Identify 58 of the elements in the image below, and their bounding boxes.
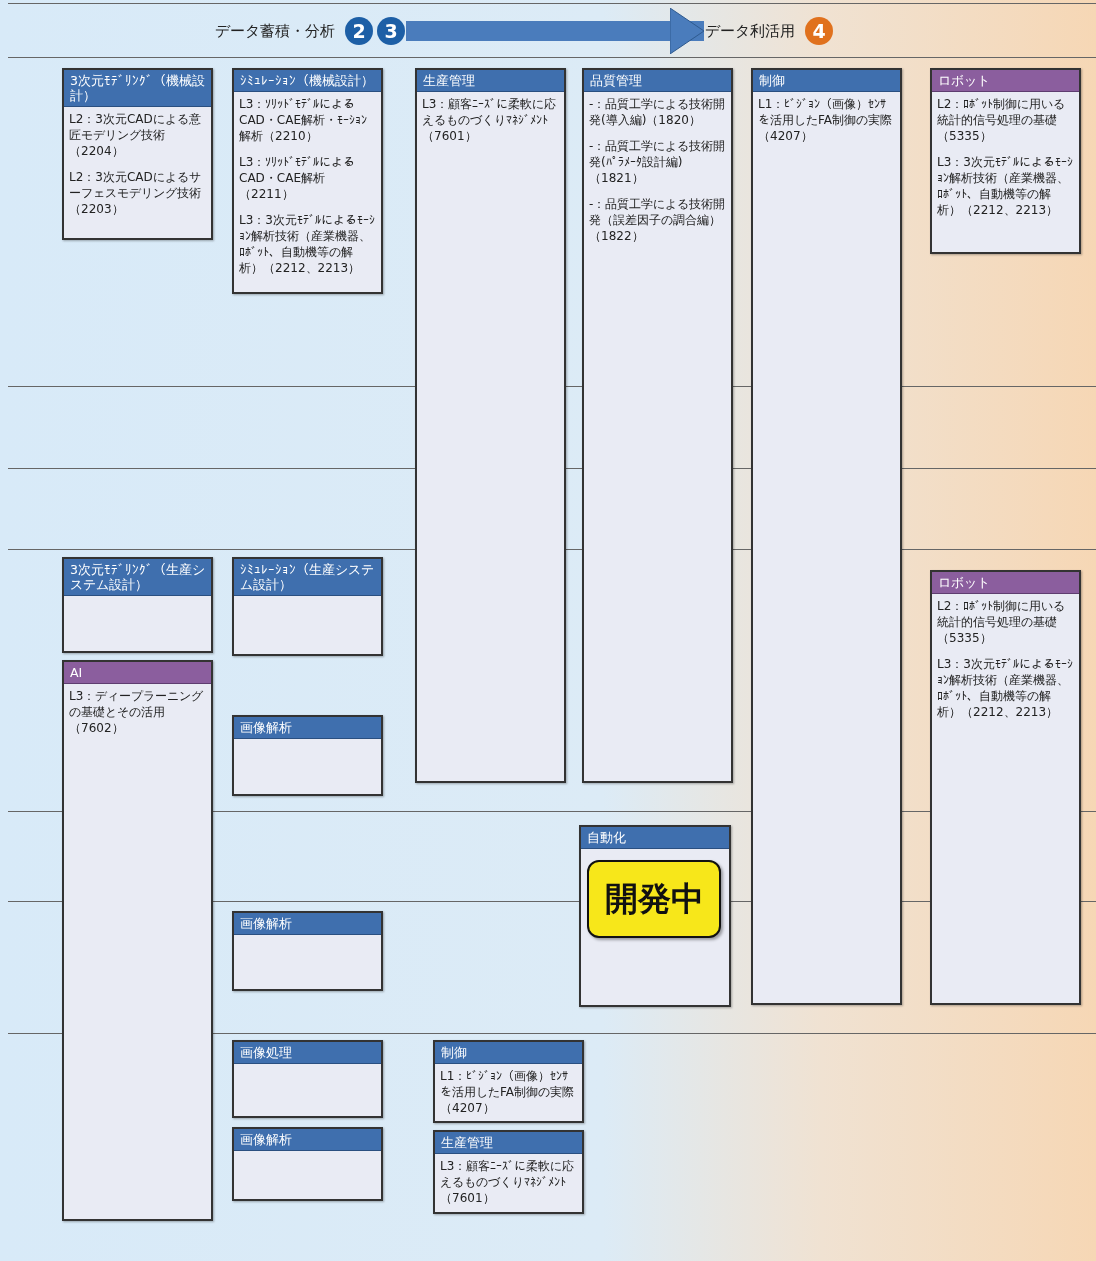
card-header: 生産管理	[417, 70, 564, 92]
arrow	[406, 7, 705, 55]
course-text: L3：ｿﾘｯﾄﾞﾓﾃﾞﾙによるCAD・CAE解析・ﾓｰｼｮﾝ解析（2210）	[239, 96, 368, 144]
course-text: L2：3次元CADによるサーフェスモデリング技術（2203）	[69, 169, 202, 217]
course-card	[433, 1040, 584, 1123]
course-card	[62, 68, 213, 240]
course-card	[232, 557, 383, 656]
course-text: L3：3次元ﾓﾃﾞﾙによるﾓｰｼｮﾝ解析技術（産業機器、ﾛﾎﾞｯﾄ、自動機等の解析）（2212、2213）	[937, 656, 1074, 720]
course-card	[62, 557, 213, 653]
course-card	[62, 660, 213, 1221]
card-header: ロボット	[932, 572, 1079, 594]
section-heading: データ利活用	[705, 21, 795, 41]
card-header: 自動化	[581, 827, 729, 849]
course-text: L3：ディープラーニングの基礎とその活用（7602）	[69, 688, 205, 736]
course-card	[232, 1040, 383, 1118]
course-card	[232, 715, 383, 796]
course-card	[930, 68, 1081, 254]
course-card	[579, 825, 731, 1007]
status-badge: 開発中	[587, 860, 721, 938]
course-text: -：品質工学による技術開発（誤差因子の調合編）（1822）	[589, 196, 726, 244]
course-text: L3：ｿﾘｯﾄﾞﾓﾃﾞﾙによるCAD・CAE解析（2211）	[239, 154, 357, 202]
course-card	[232, 911, 383, 991]
course-text: L2：ﾛﾎﾞｯﾄ制御に用いる統計的信号処理の基礎（5335）	[937, 96, 1067, 144]
course-text: L2：ﾛﾎﾞｯﾄ制御に用いる統計的信号処理の基礎（5335）	[937, 598, 1067, 646]
course-card	[930, 570, 1081, 1005]
card-header: AI	[64, 662, 211, 684]
number-badge: 4	[805, 17, 833, 45]
section-heading: データ蓄積・分析	[215, 21, 335, 41]
course-text: L3：顧客ﾆｰｽﾞに柔軟に応えるものづくりﾏﾈｼﾞﾒﾝﾄ（7601）	[440, 1158, 576, 1206]
course-card	[582, 68, 733, 783]
course-text: -：品質工学による技術開発(ﾊﾟﾗﾒｰﾀ設計編)（1821）	[589, 138, 726, 186]
course-text: L3：顧客ﾆｰｽﾞに柔軟に応えるものづくりﾏﾈｼﾞﾒﾝﾄ（7601）	[422, 96, 558, 144]
course-card	[232, 68, 383, 294]
card-header: ｼﾐｭﾚｰｼｮﾝ（機械設計）	[234, 70, 381, 92]
card-header: 制御	[753, 70, 900, 92]
card-header: 画像処理	[234, 1042, 381, 1064]
card-header: 画像解析	[234, 1129, 381, 1151]
course-card	[751, 68, 902, 1005]
course-text: L1：ﾋﾞｼﾞｮﾝ（画像）ｾﾝｻを活用したFA制御の実際（4207）	[758, 96, 893, 144]
card-header: 生産管理	[435, 1132, 582, 1154]
card-header: 画像解析	[234, 913, 381, 935]
number-badge: 2	[345, 17, 373, 45]
course-text: L1：ﾋﾞｼﾞｮﾝ（画像）ｾﾝｻを活用したFA制御の実際（4207）	[440, 1068, 575, 1116]
card-header: 制御	[435, 1042, 582, 1064]
card-header: 品質管理	[584, 70, 731, 92]
course-card	[433, 1130, 584, 1214]
course-card	[415, 68, 566, 783]
card-header: 画像解析	[234, 717, 381, 739]
number-badge: 3	[377, 17, 405, 45]
course-text: L3：3次元ﾓﾃﾞﾙによるﾓｰｼｮﾝ解析技術（産業機器、ﾛﾎﾞｯﾄ、自動機等の解析）（2212、2213）	[239, 212, 376, 276]
card-header: 3次元ﾓﾃﾞﾘﾝｸﾞ（機械設計）	[64, 70, 211, 107]
course-text: L2：3次元CADによる意匠モデリング技術（2204）	[69, 111, 202, 159]
course-text: L3：3次元ﾓﾃﾞﾙによるﾓｰｼｮﾝ解析技術（産業機器、ﾛﾎﾞｯﾄ、自動機等の解析）（2212、2213）	[937, 154, 1074, 218]
course-card	[232, 1127, 383, 1201]
card-header: ｼﾐｭﾚｰｼｮﾝ（生産システム設計）	[234, 559, 381, 596]
card-header: ロボット	[932, 70, 1079, 92]
card-header: 3次元ﾓﾃﾞﾘﾝｸﾞ（生産システム設計）	[64, 559, 211, 596]
course-text: -：品質工学による技術開発(導入編)（1820）	[589, 96, 726, 128]
